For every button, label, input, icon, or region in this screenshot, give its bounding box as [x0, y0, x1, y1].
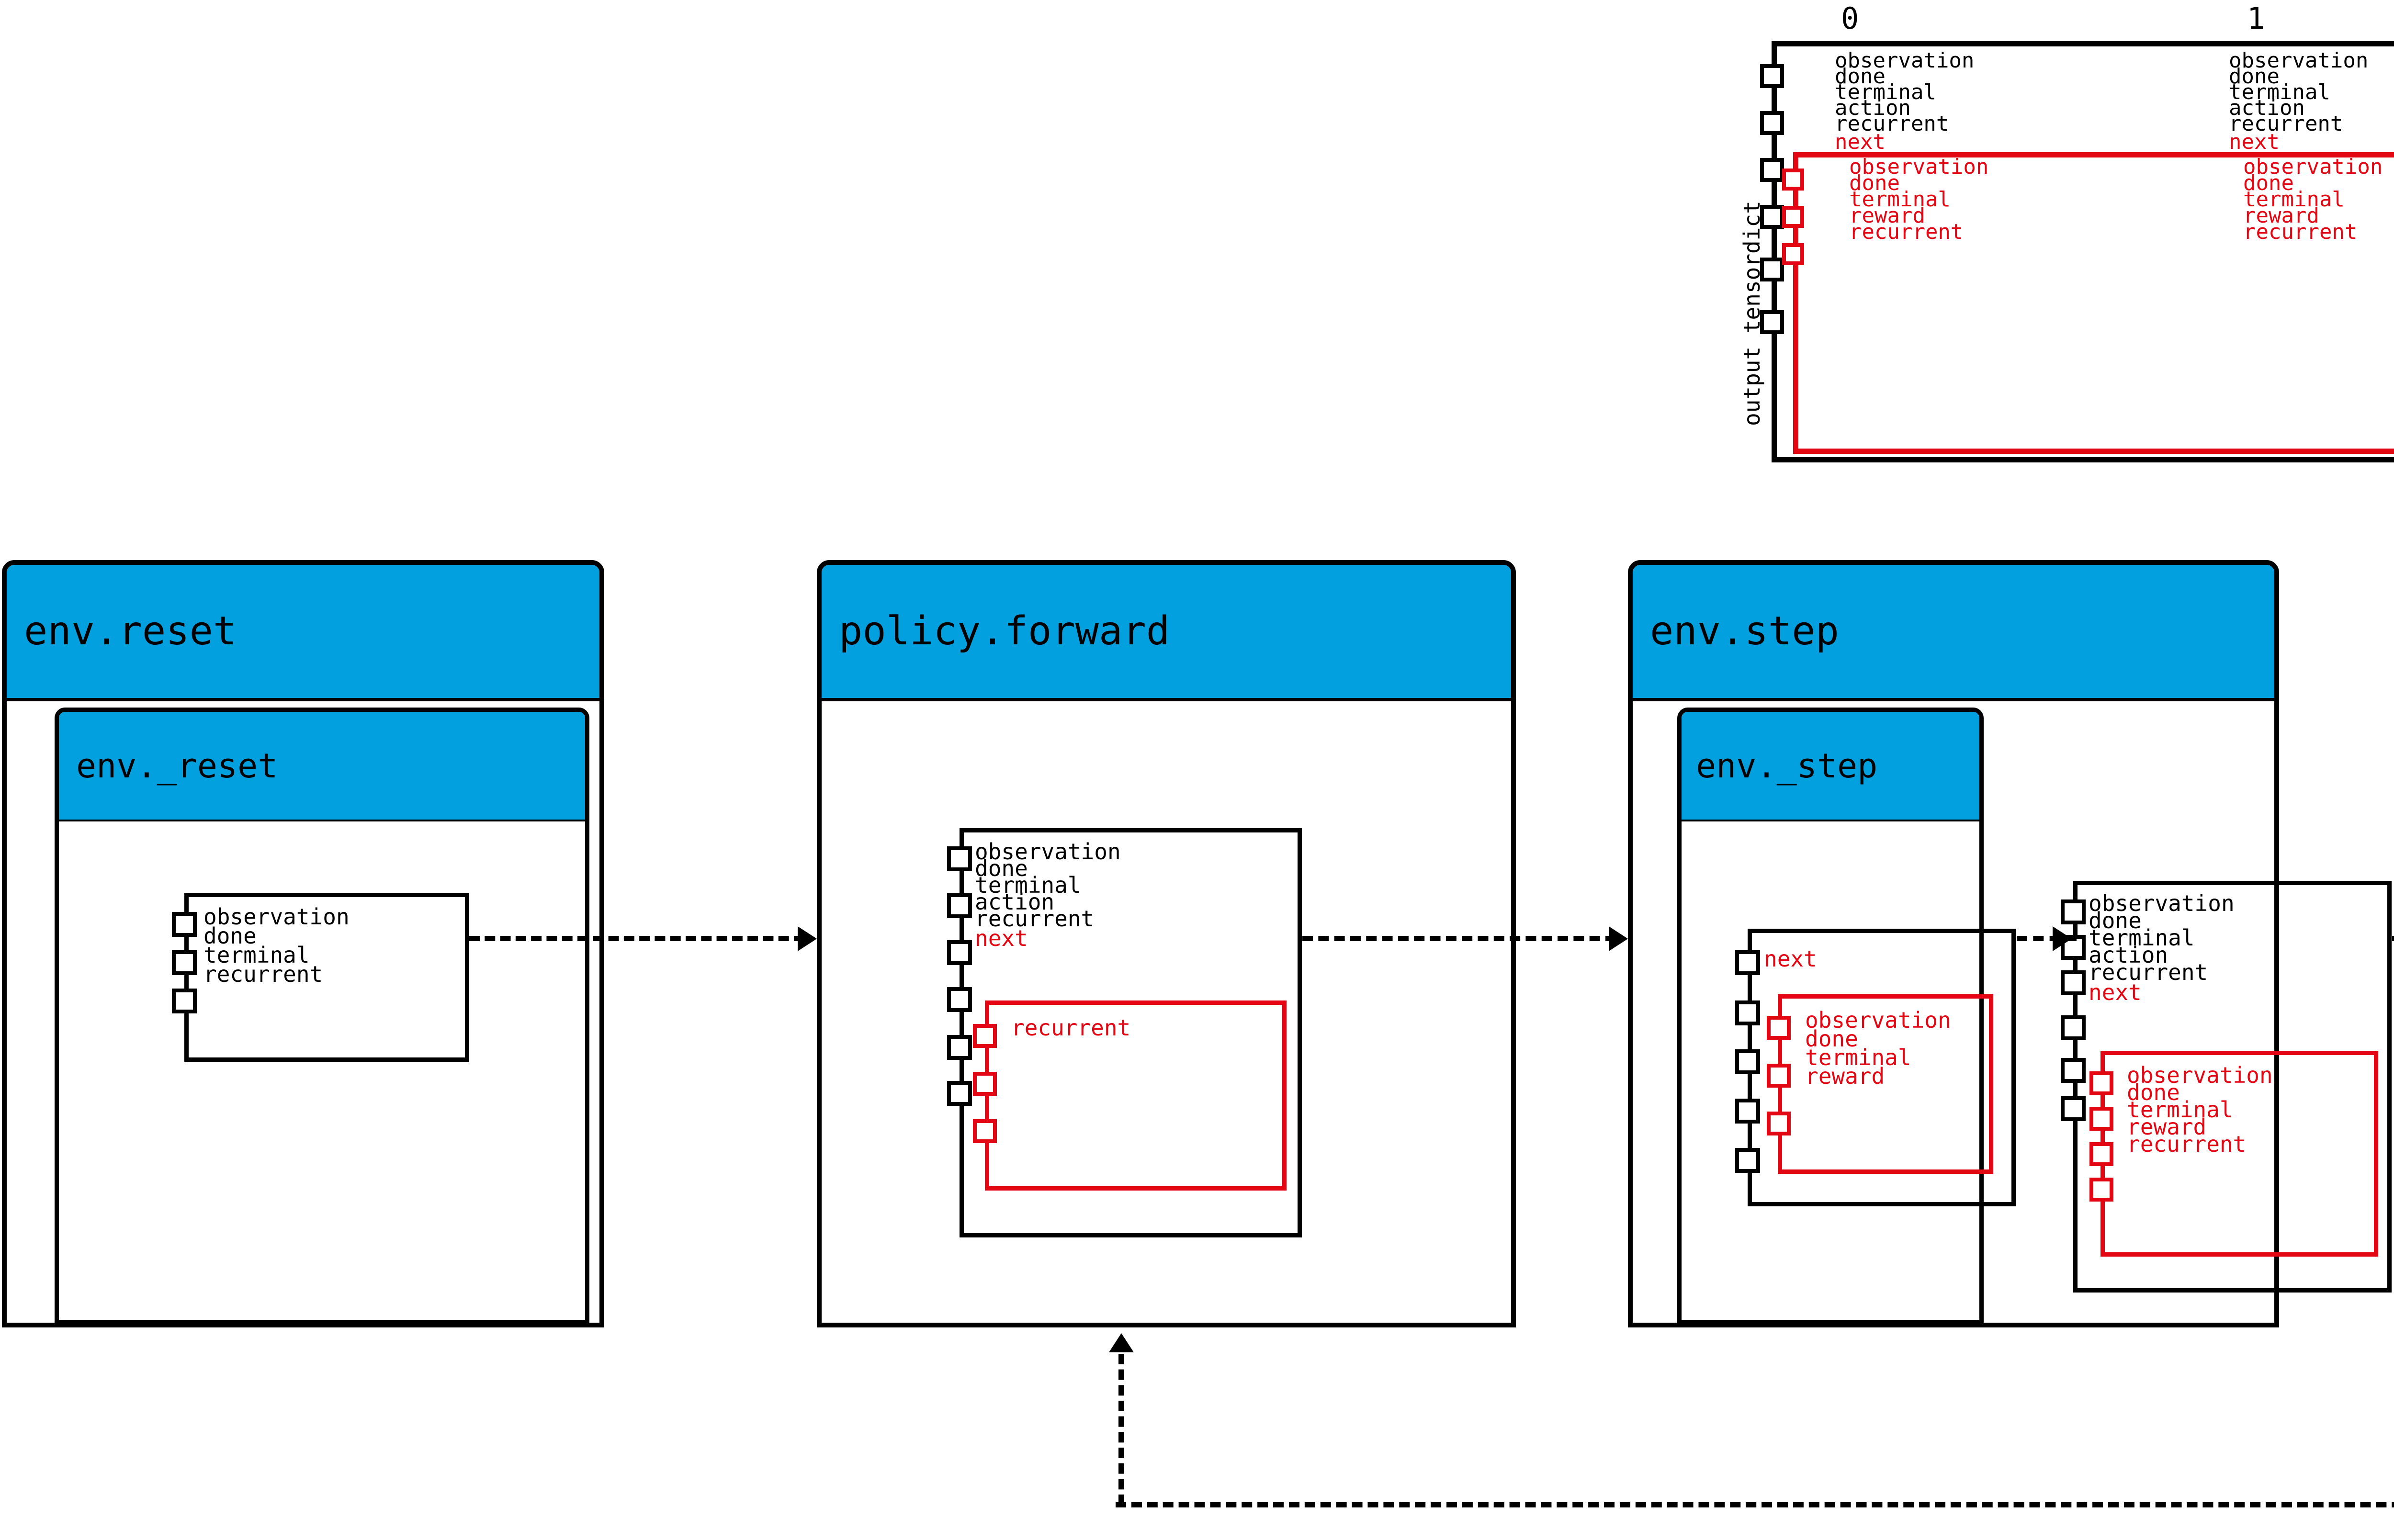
panel-env-reset-header: env.reset — [7, 565, 599, 701]
tensordict-pin — [1735, 950, 1760, 975]
connector-feedback-arrowhead — [1109, 1333, 1134, 1352]
tensordict-policy — [960, 828, 1302, 1237]
tensordict-pin — [1735, 1049, 1760, 1074]
tensordict-pin — [1760, 111, 1784, 135]
output-next-keys-col-0: observation done terminal reward recurre… — [1849, 155, 1989, 244]
tensordict-policy-next-label: next — [975, 925, 1028, 951]
tensordict-step-inner-next-label: next — [1764, 946, 1817, 972]
tensordict-pin — [172, 950, 197, 975]
next-tensordict-pin — [2089, 1142, 2113, 1166]
tensordict-step-out-keys: observation done terminal action recurre… — [2089, 890, 2235, 985]
tensordict-pin — [2061, 1096, 2086, 1121]
next-tensordict-pin — [1782, 169, 1804, 191]
subpanel-env-_step[interactable]: env._step — [1677, 708, 1984, 1324]
tensordict-pin — [1735, 1000, 1760, 1025]
tensordict-reset-out — [184, 893, 469, 1062]
tensordict-pin — [2061, 970, 2086, 995]
next-tensordict-pin — [973, 1119, 997, 1143]
panel-env-step-title: env.step — [1650, 608, 1839, 654]
next-tensordict-pin — [1767, 1112, 1791, 1135]
tensordict-pin — [947, 940, 972, 965]
panel-env-reset-title: env.reset — [24, 608, 237, 654]
panel-policy-forward-title: policy.forward — [839, 608, 1170, 654]
tensordict-pin — [947, 1081, 972, 1106]
output-root-keys-col-0: observation done terminal action recurre… — [1835, 48, 1975, 136]
tensordict-step-out-next-keys: observation done terminal reward recurre… — [2127, 1062, 2273, 1157]
next-tensordict-pin — [2089, 1178, 2113, 1202]
next-tensordict-pin — [973, 1024, 997, 1048]
tensordict-pin — [1760, 205, 1784, 229]
tensordict-step-out-next-label: next — [2089, 979, 2142, 1005]
connector-feedback-left — [1116, 1502, 2394, 1507]
output-next-label-col-0: next — [1835, 130, 1886, 154]
connector-policy-to-step — [1302, 936, 1616, 941]
next-tensordict-pin — [1767, 1016, 1791, 1040]
output-root-keys-col-1: observation done terminal action recurre… — [2229, 48, 2369, 136]
output-next-label-col-1: next — [2229, 130, 2280, 154]
tensordict-pin — [947, 987, 972, 1012]
tensordict-pin — [172, 912, 197, 937]
connector-step-to-stepmdp — [2392, 936, 2394, 941]
tensordict-policy-next-keys: recurrent — [1011, 1015, 1131, 1041]
next-tensordict-pin — [1782, 206, 1804, 228]
tensordict-pin — [1735, 1099, 1760, 1124]
tensordict-pin — [2061, 899, 2086, 924]
next-tensordict-pin — [973, 1072, 997, 1096]
connector-reset-to-policy-arrowhead — [798, 926, 817, 951]
connector-stepinner-to-stepout-arrowhead — [2053, 926, 2072, 951]
subpanel-env-_step-title: env._step — [1696, 746, 1878, 786]
output-next-tensordict-band — [1793, 152, 2394, 454]
connector-feedback-up — [1118, 1354, 1124, 1505]
tensordict-reset-out-keys: observation done terminal recurrent — [203, 904, 350, 987]
next-tensordict-pin — [1782, 243, 1804, 265]
tensordict-pin — [1760, 64, 1784, 88]
tensordict-pin — [947, 893, 972, 918]
tensordict-pin — [1760, 158, 1784, 182]
tensordict-pin — [1760, 310, 1784, 334]
subpanel-env-_reset-header: env._reset — [59, 712, 585, 821]
tensordict-pin — [2061, 1015, 2086, 1040]
tensordict-pin — [2061, 1058, 2086, 1083]
connector-reset-to-policy — [469, 936, 804, 941]
subpanel-env-_reset[interactable]: env._reset — [55, 708, 589, 1324]
connector-stepinner-to-stepout — [2017, 936, 2077, 941]
panel-env-step-header: env.step — [1633, 565, 2274, 701]
tensordict-pin — [947, 846, 972, 871]
column-header-1: 1 — [2247, 1, 2265, 36]
tensordict-pin — [1760, 258, 1784, 281]
subpanel-env-_reset-title: env._reset — [76, 746, 278, 786]
subpanel-env-_step-header: env._step — [1682, 712, 1979, 821]
panel-policy-forward[interactable]: policy.forward — [817, 560, 1516, 1327]
next-tensordict-pin — [2089, 1071, 2113, 1095]
connector-policy-to-step-arrowhead — [1609, 926, 1628, 951]
tensordict-pin — [1735, 1148, 1760, 1173]
tensordict-step-out — [2073, 881, 2392, 1293]
tensordict-pin — [947, 1035, 972, 1060]
next-tensordict-pin — [2089, 1107, 2113, 1131]
tensordict-policy-keys: observation done terminal action recurre… — [975, 839, 1121, 932]
output-next-keys-col-1: observation done terminal reward recurre… — [2243, 155, 2383, 244]
tensordict-step-inner-next-keys: observation done terminal reward — [1805, 1007, 1951, 1089]
tensordict-pin — [172, 989, 197, 1013]
column-header-0: 0 — [1841, 1, 1859, 36]
output-tensordict-frame — [1772, 41, 2394, 462]
panel-policy-forward-header: policy.forward — [822, 565, 1511, 701]
next-tensordict-pin — [1767, 1064, 1791, 1088]
